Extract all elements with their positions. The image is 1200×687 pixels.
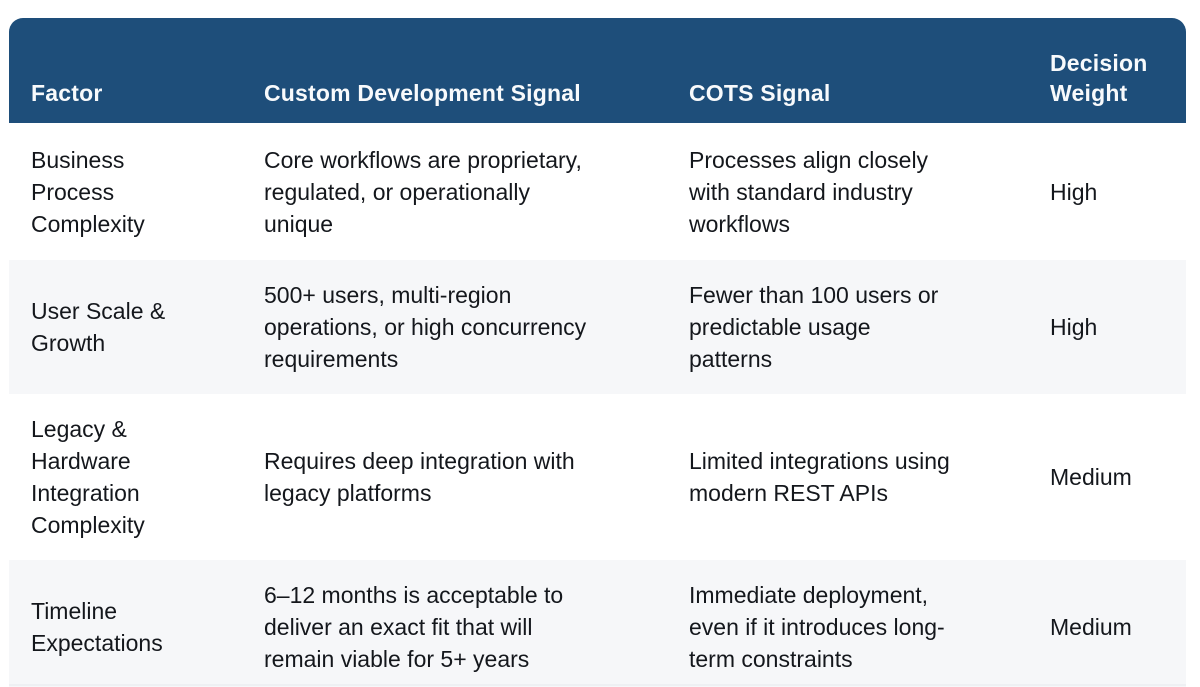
header-row: Factor Custom Development Signal COTS Si… [9, 18, 1186, 123]
column-header-custom-development-signal: Custom Development Signal [242, 18, 667, 123]
cell-cots-signal: Limited integrations using modern REST A… [667, 394, 1028, 560]
cell-factor: User Scale & Growth [9, 260, 242, 394]
cell-factor: Timeline Expectations [9, 560, 242, 687]
column-header-decision-weight: Decision Weight [1028, 18, 1186, 123]
table-row: User Scale & Growth 500+ users, multi-re… [9, 260, 1186, 394]
next-row-top-divider [9, 684, 1186, 686]
column-header-cots-signal: COTS Signal [667, 18, 1028, 123]
cell-factor: Legacy & Hardware Integration Complexity [9, 394, 242, 560]
cell-custom-signal: Core workflows are proprietary, regulate… [242, 123, 667, 260]
column-header-factor: Factor [9, 18, 242, 123]
cell-cots-signal: Immediate deployment, even if it introdu… [667, 560, 1028, 687]
cell-custom-signal: 500+ users, multi-region operations, or … [242, 260, 667, 394]
table-header: Factor Custom Development Signal COTS Si… [9, 18, 1186, 123]
cell-decision-weight: High [1028, 260, 1186, 394]
table-row: Business Process Complexity Core workflo… [9, 123, 1186, 260]
table-row: Timeline Expectations 6–12 months is acc… [9, 560, 1186, 687]
cell-custom-signal: Requires deep integration with legacy pl… [242, 394, 667, 560]
cell-cots-signal: Fewer than 100 users or predictable usag… [667, 260, 1028, 394]
cell-factor: Business Process Complexity [9, 123, 242, 260]
cell-decision-weight: Medium [1028, 394, 1186, 560]
cell-decision-weight: High [1028, 123, 1186, 260]
decision-factors-table: Factor Custom Development Signal COTS Si… [9, 18, 1186, 687]
cell-custom-signal: 6–12 months is acceptable to deliver an … [242, 560, 667, 687]
cell-decision-weight: Medium [1028, 560, 1186, 687]
table-row: Legacy & Hardware Integration Complexity… [9, 394, 1186, 560]
cell-cots-signal: Processes align closely with standard in… [667, 123, 1028, 260]
